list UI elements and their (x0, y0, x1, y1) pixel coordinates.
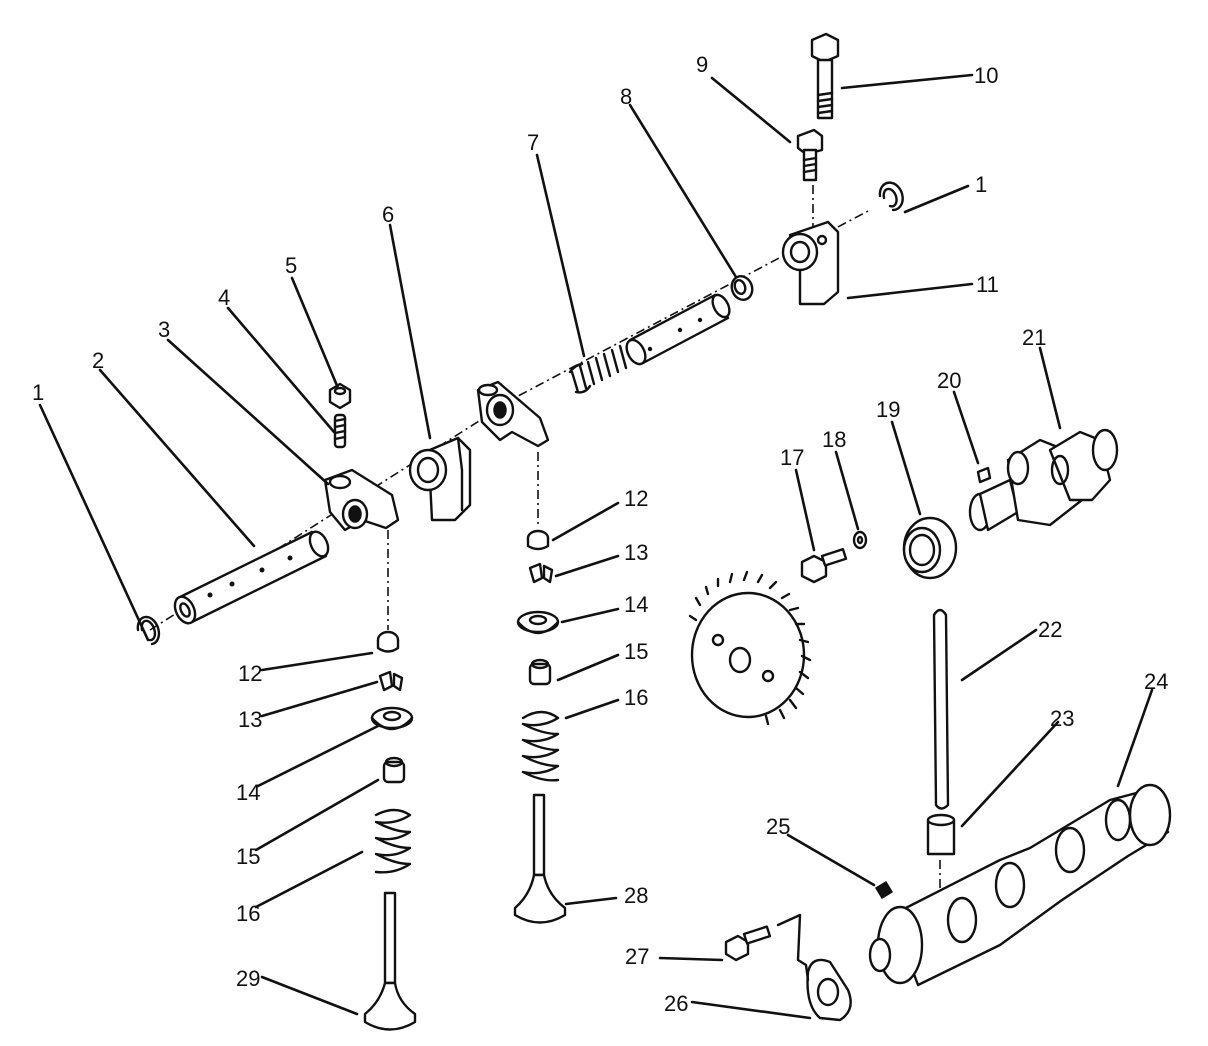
washer (852, 530, 868, 550)
callout-14-left: 14 (236, 780, 260, 805)
callout-28: 28 (624, 883, 648, 908)
callout-12-left: 12 (238, 661, 262, 686)
callout-labels: 1 1 2 3 4 5 6 7 8 9 10 11 12 12 13 13 14… (32, 52, 1168, 1016)
bracket-bolt-long (810, 32, 840, 120)
bracket-bolt-short (796, 128, 824, 182)
shaft-spring (568, 344, 628, 394)
spring-retainer-right (516, 610, 560, 635)
valve-seal-left (382, 756, 406, 784)
rocker-shaft-left (173, 530, 330, 625)
rocker-arm-left (323, 468, 400, 532)
valve-spring-left (374, 808, 412, 874)
valve-cap-right (526, 529, 550, 551)
callout-24: 24 (1144, 669, 1168, 694)
callout-27: 27 (625, 944, 649, 969)
spacer-ring (730, 275, 754, 301)
exhaust-valve (513, 793, 567, 924)
thrust-plate-bolt (724, 913, 810, 982)
valve-seal-right (528, 658, 552, 686)
callout-1-left: 1 (32, 380, 44, 405)
callout-25: 25 (766, 814, 790, 839)
intake-valve (363, 891, 417, 1031)
callout-15-left: 15 (236, 844, 260, 869)
crankshaft (968, 428, 1119, 532)
callout-26: 26 (664, 991, 688, 1016)
callout-20: 20 (937, 368, 961, 393)
valve-spring-right (521, 710, 560, 782)
camshaft (868, 783, 1172, 987)
thrust-plate (806, 958, 852, 1022)
callout-18: 18 (822, 427, 846, 452)
callout-6: 6 (382, 202, 394, 227)
callout-17: 17 (780, 445, 804, 470)
callout-21: 21 (1022, 325, 1046, 350)
callout-29: 29 (236, 966, 260, 991)
callout-22: 22 (1038, 617, 1062, 642)
rocker-shaft-right (625, 293, 731, 366)
valve-keepers-left (378, 670, 404, 692)
valve-cap-left (376, 630, 400, 653)
callout-10: 10 (974, 63, 998, 88)
callout-9: 9 (696, 52, 708, 77)
callout-23: 23 (1050, 706, 1074, 731)
leader-lines (38, 73, 1154, 1020)
callout-7: 7 (527, 130, 539, 155)
woodruff-key (976, 466, 992, 484)
callout-5: 5 (285, 253, 297, 278)
shaft-bracket-middle (408, 436, 472, 522)
callout-13-left: 13 (238, 707, 262, 732)
callout-16-left: 16 (236, 901, 260, 926)
lock-nut (328, 382, 352, 410)
adjusting-screw (333, 413, 347, 449)
push-rod (932, 608, 950, 810)
callout-19: 19 (876, 397, 900, 422)
rocker-arm-middle (476, 380, 550, 448)
valve-lifter (926, 813, 956, 856)
camshaft-key (874, 880, 894, 900)
callout-14-right: 14 (624, 592, 648, 617)
callout-13-right: 13 (624, 540, 648, 565)
gear-bolt (800, 548, 848, 584)
callout-11: 11 (976, 272, 999, 297)
crankshaft-bearing (902, 516, 958, 580)
callout-12-right: 12 (624, 486, 648, 511)
shaft-bracket-end (781, 220, 840, 306)
callout-3: 3 (158, 317, 170, 342)
callout-1-right: 1 (975, 172, 987, 197)
callout-8: 8 (620, 84, 632, 109)
valve-keepers-right (528, 562, 554, 584)
callout-16-right: 16 (624, 685, 648, 710)
callout-15-right: 15 (624, 639, 648, 664)
callout-4: 4 (218, 285, 230, 310)
retaining-ring-right (878, 181, 904, 212)
spring-retainer-left (370, 706, 414, 731)
callout-2: 2 (92, 348, 104, 373)
timing-gear (688, 570, 812, 726)
